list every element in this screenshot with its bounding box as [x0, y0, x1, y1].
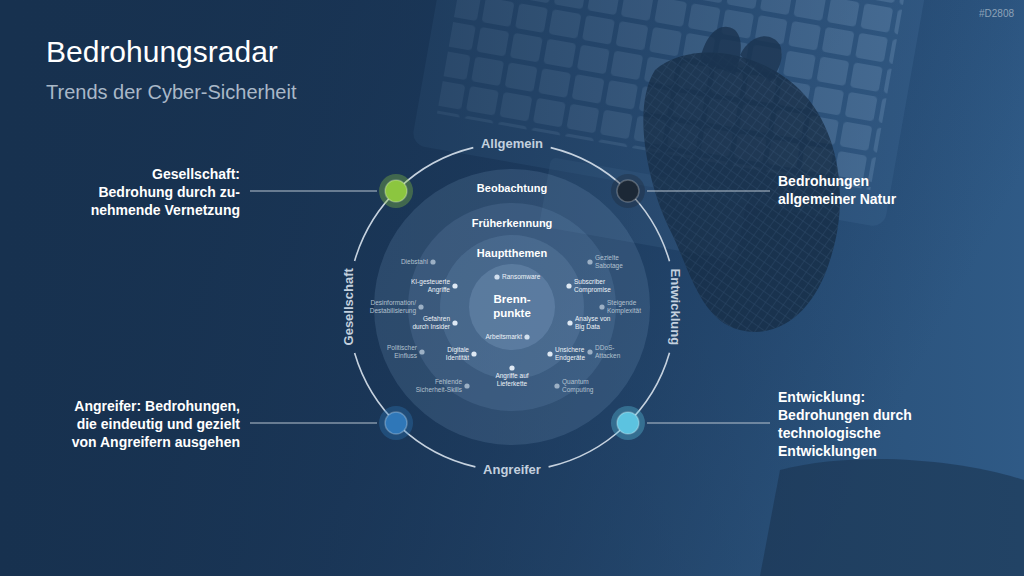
- callout-label: Angreifer: Bedrohungen, die eindeutig un…: [69, 397, 240, 452]
- topic-label: Gezielte Sabotage: [595, 254, 625, 270]
- ring-line: [549, 353, 670, 467]
- topic-label: Diebstahl: [398, 258, 428, 266]
- dot-core: [385, 412, 407, 434]
- topic-label: Fehlende Sicherheit-Skills: [413, 378, 462, 394]
- ring-label: Allgemein: [481, 136, 543, 152]
- leader-line: [250, 423, 377, 424]
- band-label: Beobachtung: [477, 182, 547, 195]
- topic-label: Gefahren durch Insider: [410, 315, 450, 331]
- leader-line: [250, 191, 377, 192]
- dot-glow: [611, 406, 645, 440]
- subtitle: Trends der Cyber-Sicherheit: [46, 80, 296, 104]
- dot-core: [385, 180, 407, 202]
- callout-label: Gesellschaft: Bedrohung durch zu- nehmen…: [88, 165, 240, 220]
- radar-ring: Brenn- punkte RansomwareArbeitsmarkt Haupt…: [324, 119, 700, 495]
- topic-label: Angriffe auf Lieferkette: [494, 372, 530, 388]
- topic-label: DDoS- Attacken: [595, 344, 623, 360]
- dot-core: [617, 180, 639, 202]
- dot-glow: [611, 174, 645, 208]
- category-dot: [611, 174, 645, 208]
- leader-line: [647, 191, 770, 192]
- radar-band: Brenn- punkte RansomwareArbeitsmarkt Haupt…: [374, 169, 650, 445]
- title: Bedrohungsradar: [46, 34, 278, 70]
- category-dot: [379, 174, 413, 208]
- ring-label: Gesellschaft: [341, 268, 357, 345]
- topic-label: Desinformation/ Destabilisierung: [367, 299, 416, 315]
- category-dot: [611, 406, 645, 440]
- callout-label: Entwicklung: Bedrohungen durch technolog…: [778, 388, 914, 461]
- ring-line: [551, 148, 670, 262]
- dot-glow: [379, 406, 413, 440]
- band-label: Früherkennung: [472, 217, 553, 230]
- topic-label: Steigende Komplexität: [607, 299, 643, 315]
- dot-core: [617, 412, 639, 434]
- category-dot: [379, 406, 413, 440]
- document-id: #D2808: [979, 8, 1014, 20]
- topic-label: Unsichere Endgeräte: [555, 346, 587, 362]
- topic-label: KI-gesteuerte Angriffe: [408, 278, 450, 294]
- dot-glow: [379, 174, 413, 208]
- topic-label: Politischer Einfluss: [385, 344, 417, 360]
- topic-label: Analyse von Big Data: [575, 315, 615, 331]
- topic-label: Ransomware: [502, 273, 543, 281]
- leader-line: [647, 423, 770, 424]
- ring-label: Angreifer: [483, 462, 541, 478]
- ring-line: [355, 148, 474, 261]
- ring-line: [355, 353, 476, 467]
- ring-label: Entwicklung: [667, 269, 683, 346]
- topic-label: Quantum Computing: [562, 378, 596, 394]
- callout-label: Bedrohungen allgemeiner Natur: [778, 172, 899, 208]
- band-label: Hauptthemen: [477, 247, 547, 260]
- band-disk: [374, 169, 650, 445]
- topic-label: Subscriber Compromise: [574, 278, 613, 294]
- topic-label: Digitale Identität: [443, 346, 469, 362]
- topic-label: Arbeitsmarkt: [483, 333, 522, 341]
- center-label: Brenn- punkte: [492, 293, 532, 321]
